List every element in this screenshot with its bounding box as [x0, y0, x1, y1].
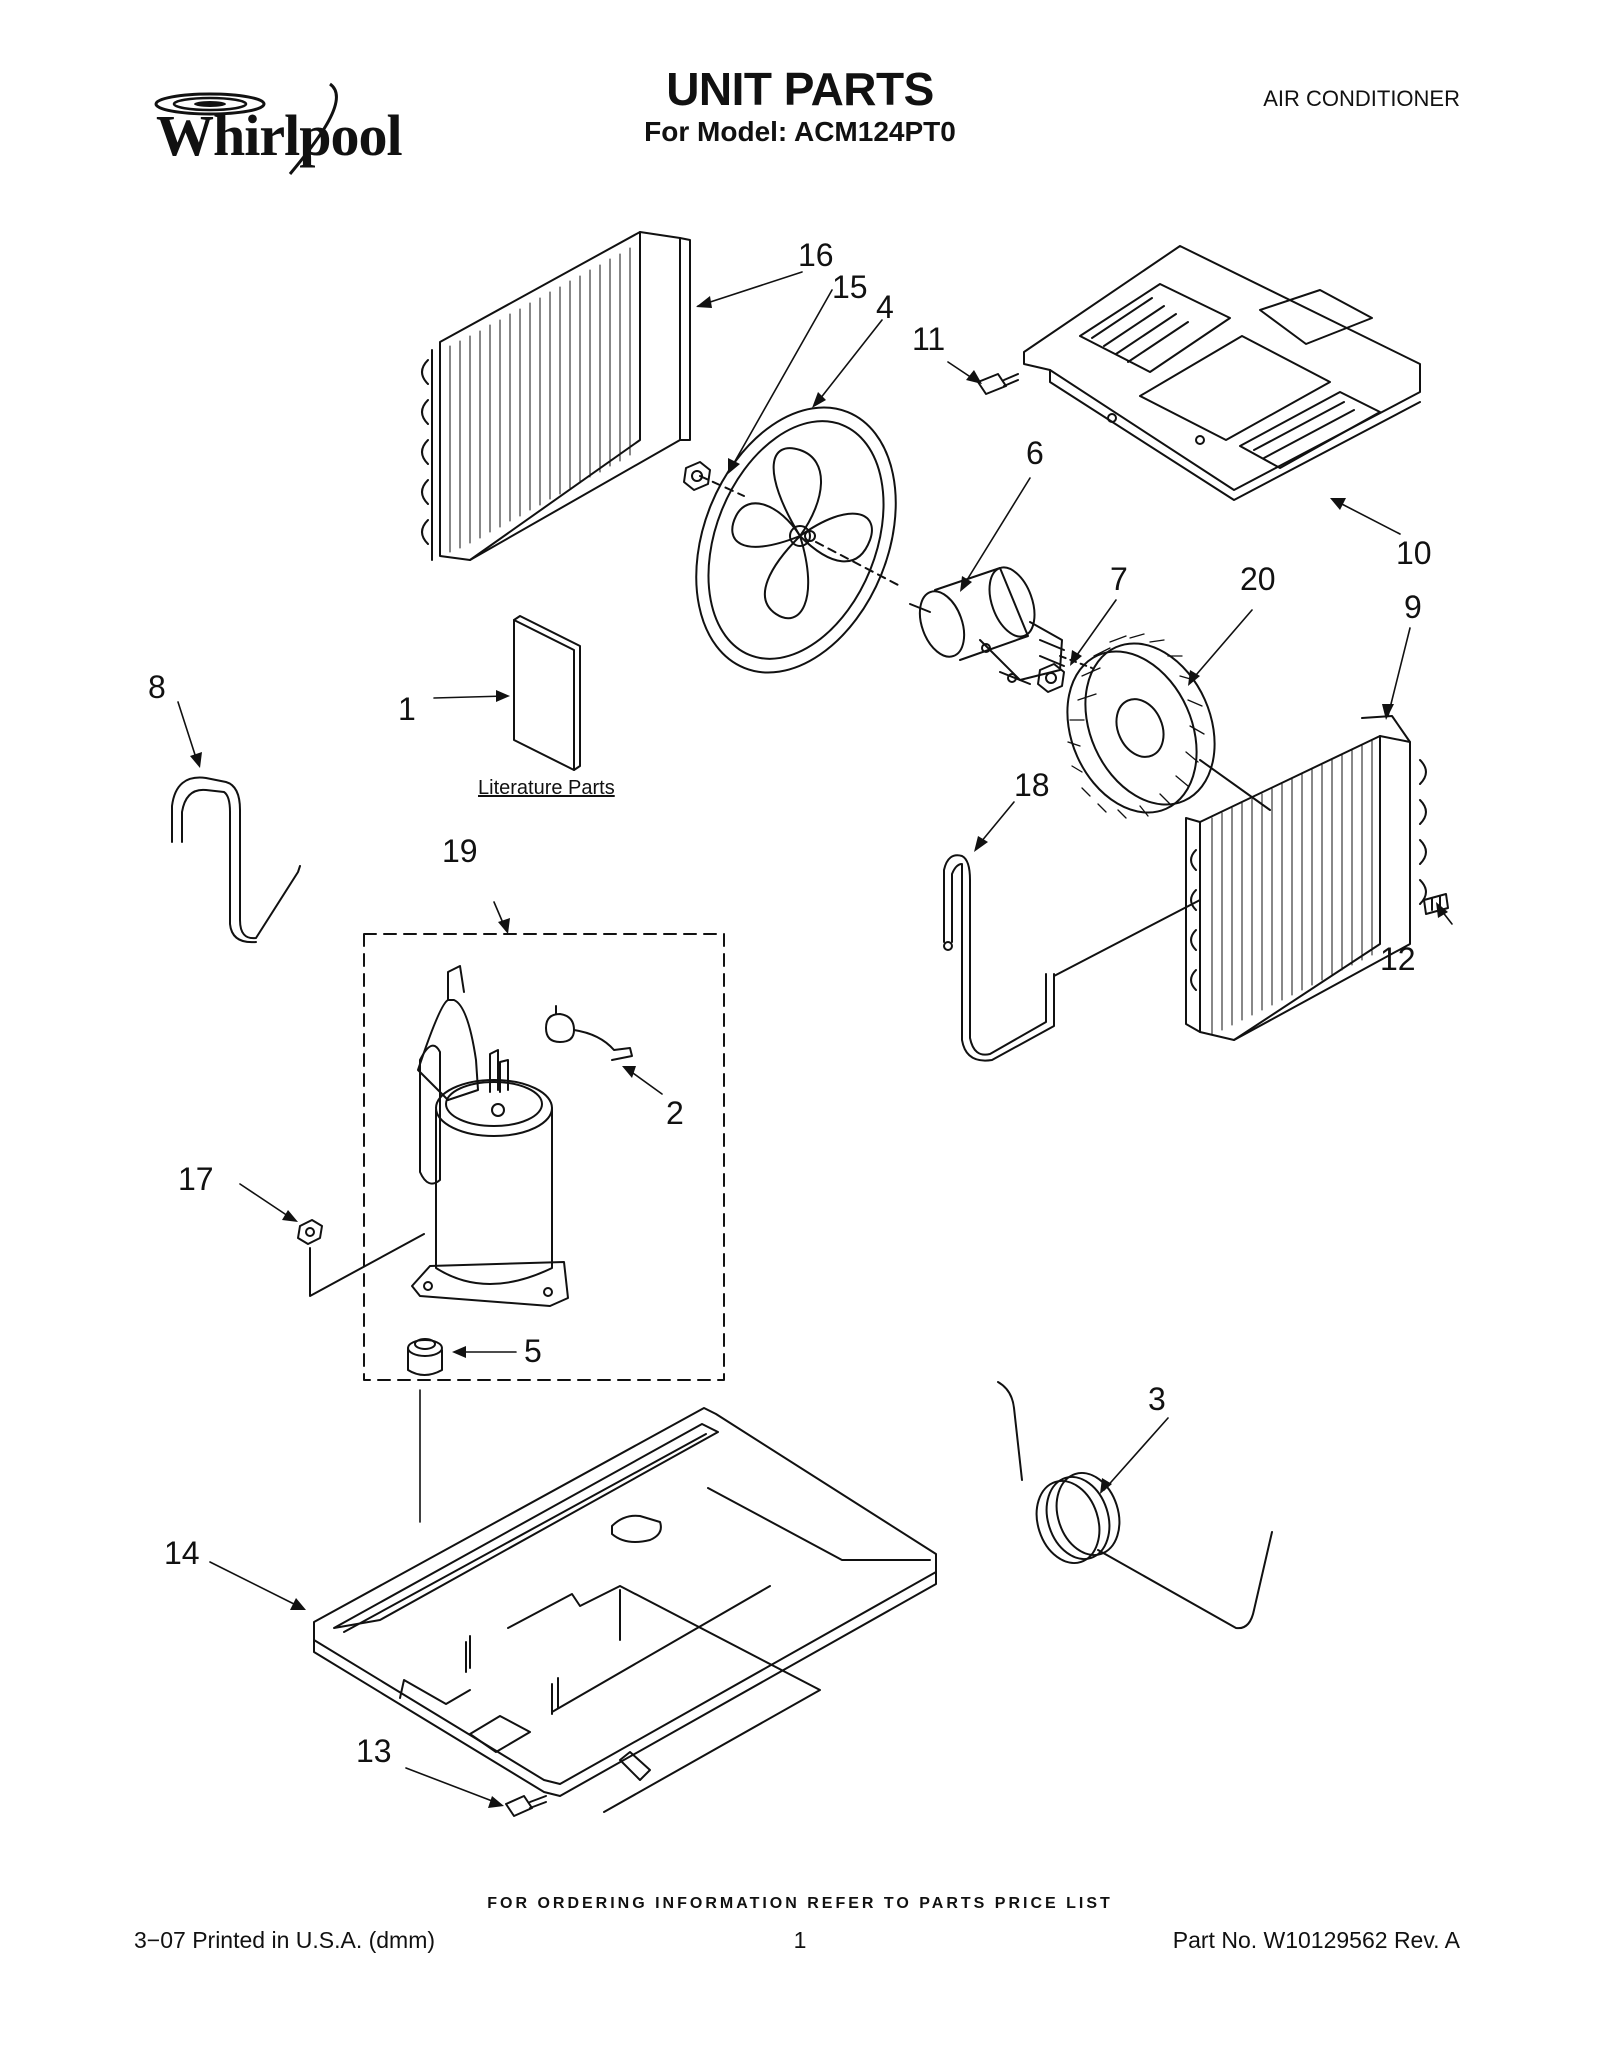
part-screw-base: [506, 1796, 546, 1816]
callout-16: 16: [798, 237, 834, 273]
part-literature: [514, 616, 580, 770]
callout-19: 19: [442, 833, 478, 869]
part-coil-3: [998, 1382, 1272, 1628]
part-compressor-assembly: [310, 934, 724, 1380]
callout-6: 6: [1026, 435, 1044, 471]
part-motor-nut: [1038, 664, 1064, 692]
brand-swirl-icon: [140, 78, 380, 188]
part-fan-nut: [684, 462, 710, 490]
part-tube-8: [172, 778, 300, 943]
callout-10: 10: [1396, 535, 1432, 571]
callout-8: 8: [148, 669, 166, 705]
callout-1: 1: [398, 691, 416, 727]
callout-leaders: [178, 272, 1452, 1804]
ordering-note: FOR ORDERING INFORMATION REFER TO PARTS …: [487, 1895, 1113, 1912]
part-condenser-fan: [659, 378, 933, 703]
part-capillary-tube: [944, 855, 1200, 1060]
part-nut-17: [298, 1220, 322, 1244]
model-subtitle: For Model: ACM124PT0: [644, 116, 956, 147]
callout-5: 5: [524, 1333, 542, 1369]
callout-12: 12: [1380, 941, 1416, 977]
callout-7: 7: [1110, 561, 1128, 597]
page-title: UNIT PARTS: [666, 63, 934, 115]
document-type: AIR CONDITIONER: [1263, 86, 1460, 111]
part-evaporator-coil: [1186, 716, 1426, 1040]
part-fan-motor: [910, 561, 1092, 684]
callout-2: 2: [666, 1095, 684, 1131]
part-base-pan: [314, 1390, 936, 1812]
part-condenser-coil: [422, 232, 690, 560]
callout-14: 14: [164, 1535, 200, 1571]
callout-17: 17: [178, 1161, 214, 1197]
callout-18: 18: [1014, 767, 1050, 803]
callout-13: 13: [356, 1733, 392, 1769]
callout-9: 9: [1404, 589, 1422, 625]
part-blower-wheel: [1043, 623, 1270, 833]
brand-logo: Whirlpool: [140, 78, 403, 188]
callout-20: 20: [1240, 561, 1276, 597]
callout-4: 4: [876, 289, 894, 325]
literature-parts-label: Literature Parts: [478, 777, 615, 799]
part-top-panel: [1024, 246, 1420, 500]
callout-15: 15: [832, 269, 868, 305]
callout-arrowheads: [190, 296, 1448, 1808]
part-screw-top: [978, 374, 1018, 394]
part-number: Part No. W10129562 Rev. A: [1172, 1927, 1460, 1953]
print-info: 3−07 Printed in U.S.A. (dmm): [134, 1927, 436, 1953]
callout-3: 3: [1148, 1381, 1166, 1417]
callout-11: 11: [912, 321, 945, 357]
brand-wordmark: Whirlpool: [156, 103, 403, 168]
callout-numbers: 1 2 3 4 5 6 7 8 9 10 11 12 13 14 15 16 1…: [148, 237, 1432, 1769]
page-number: 1: [793, 1927, 807, 1953]
